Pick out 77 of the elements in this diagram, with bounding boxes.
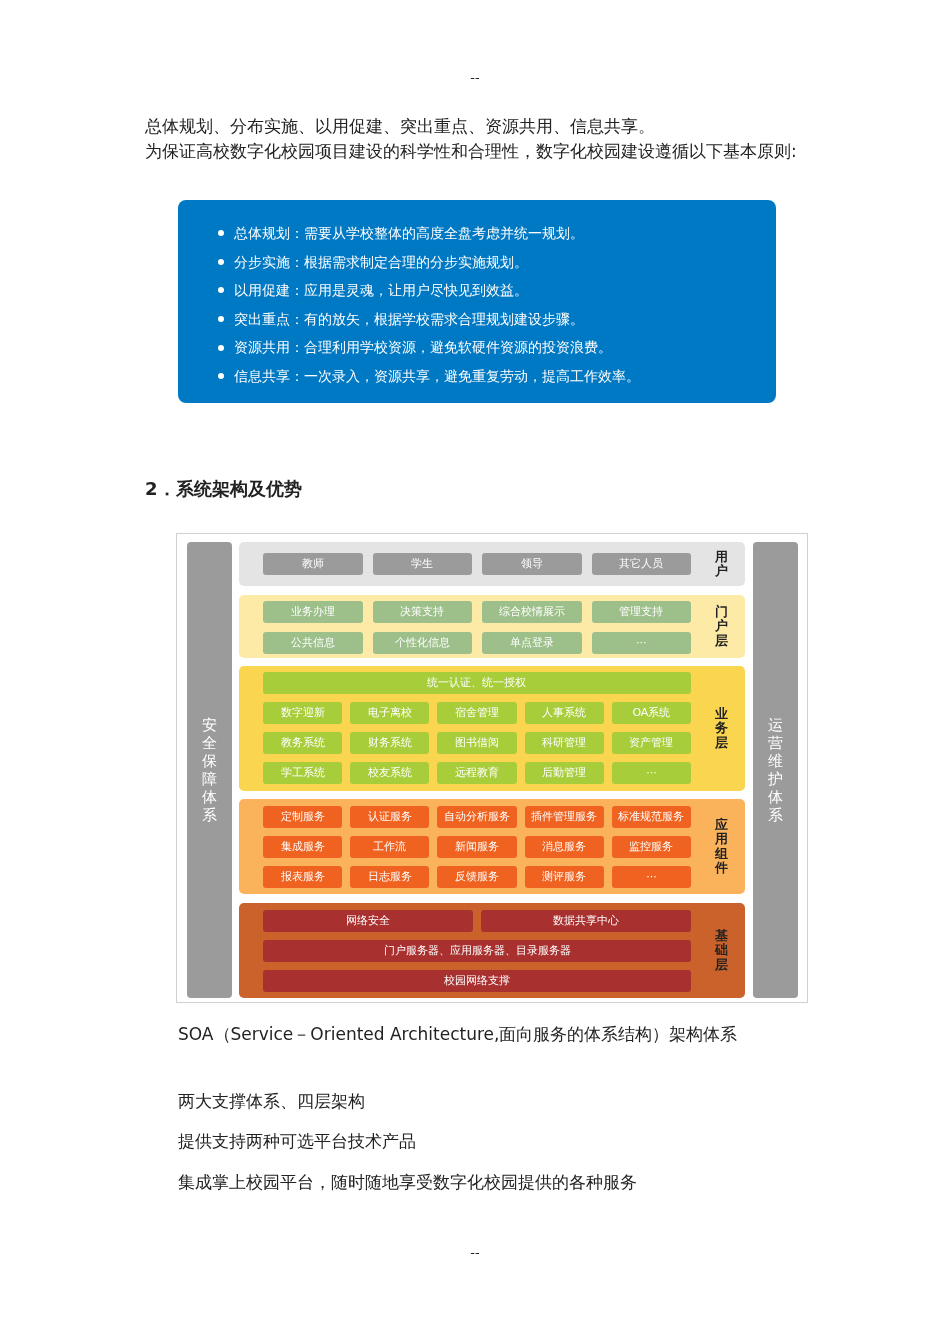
paragraph: SOA（Service－Oriented Architecture,面向服务的体系结构）架构体系	[177, 1023, 739, 1046]
principles-panel	[178, 200, 776, 403]
layer-label: 门户层	[715, 605, 728, 648]
layer-band	[239, 799, 745, 894]
side-pillar	[753, 542, 798, 998]
layer-label: 用户	[715, 549, 728, 579]
module-box: ···	[611, 762, 691, 784]
layer-band	[239, 542, 745, 586]
module-box: 管理支持	[591, 601, 691, 623]
module-box: 资产管理	[611, 732, 691, 754]
module-box: 标准规范服务	[611, 806, 691, 828]
module-box: 单点登录	[482, 632, 582, 654]
module-box: 领导	[482, 553, 582, 575]
module-box: 自动分析服务	[437, 806, 517, 828]
module-box: 校园网络支撑	[263, 970, 691, 992]
principle-item: 资源共用：合理利用学校资源，避免软硬件资源的投资浪费。	[234, 338, 612, 358]
pillar-label: 安全保障体系	[202, 716, 217, 824]
module-box: 反馈服务	[437, 866, 517, 888]
module-box: 其它人员	[591, 553, 691, 575]
paragraph: 为保证高校数字化校园项目建设的科学性和合理性，数字化校园建设遵循以下基本原则:	[145, 140, 798, 163]
module-box: 教务系统	[263, 732, 343, 754]
module-box: 决策支持	[372, 601, 472, 623]
principle-item: 突出重点：有的放矢，根据学校需求合理规划建设步骤。	[234, 309, 584, 329]
module-box: 门户服务器、应用服务器、目录服务器	[263, 940, 691, 962]
layer-label: 基础层	[715, 929, 728, 972]
module-box: 教师	[263, 553, 363, 575]
module-box: 网络安全	[263, 910, 473, 932]
layer-label: 应用组件	[715, 817, 728, 876]
principle-item: 总体规划：需要从学校整体的高度全盘考虑并统一规划。	[234, 224, 584, 243]
side-pillar	[187, 542, 232, 998]
module-box: 人事系统	[524, 702, 604, 724]
paragraph: 两大支撑体系、四层架构	[178, 1090, 365, 1113]
principle-item: 信息共享：一次录入，资源共享，避免重复劳动，提高工作效率。	[234, 366, 640, 386]
module-box: 数字迎新	[263, 702, 343, 724]
module-box: 工作流	[350, 836, 430, 858]
module-box: 定制服务	[263, 806, 343, 828]
module-box: 学工系统	[263, 762, 343, 784]
layer-band	[239, 666, 745, 791]
module-box: 电子离校	[350, 702, 430, 724]
page-marker: --	[469, 69, 481, 87]
module-box: 集成服务	[263, 836, 343, 858]
module-box: 日志服务	[350, 866, 430, 888]
module-box: OA系统	[611, 702, 691, 724]
paragraph: 提供支持两种可选平台技术产品	[178, 1130, 416, 1153]
module-box: 科研管理	[524, 732, 604, 754]
module-box: 插件管理服务	[524, 806, 604, 828]
module-box: 综合校情展示	[482, 601, 582, 623]
module-box: 消息服务	[524, 836, 604, 858]
paragraph: 总体规划、分布实施、以用促建、突出重点、资源共用、信息共享。	[145, 115, 656, 138]
module-box: ···	[611, 866, 691, 888]
paragraph: 集成掌上校园平台，随时随地享受数字化校园提供的各种服务	[178, 1171, 637, 1194]
module-box: 宿舍管理	[437, 702, 517, 724]
module-box: 新闻服务	[437, 836, 517, 858]
module-box: 业务办理	[263, 601, 363, 623]
module-box: 报表服务	[263, 866, 343, 888]
module-box: 监控服务	[611, 836, 691, 858]
module-box: 图书借阅	[437, 732, 517, 754]
layer-label: 业务层	[715, 707, 728, 750]
principle-item: 以用促建：应用是灵魂，让用户尽快见到效益。	[234, 281, 528, 301]
module-box: ···	[591, 632, 691, 654]
module-box: 学生	[372, 553, 472, 575]
module-box: 统一认证、统一授权	[263, 672, 691, 694]
module-box: 测评服务	[524, 866, 604, 888]
module-box: 数据共享中心	[481, 910, 691, 932]
module-box: 校友系统	[350, 762, 430, 784]
layer-band	[239, 903, 745, 998]
module-box: 后勤管理	[524, 762, 604, 784]
page-marker: --	[469, 1244, 481, 1262]
pillar-label: 运营维护体系	[768, 716, 783, 824]
module-box: 远程教育	[437, 762, 517, 784]
module-box: 个性化信息	[372, 632, 472, 654]
module-box: 公共信息	[263, 632, 363, 654]
section-heading: 2．系统架构及优势	[145, 477, 302, 501]
module-box: 财务系统	[350, 732, 430, 754]
layer-band	[239, 595, 745, 658]
module-box: 认证服务	[350, 806, 430, 828]
principle-item: 分步实施：根据需求制定合理的分步实施规划。	[234, 252, 528, 272]
